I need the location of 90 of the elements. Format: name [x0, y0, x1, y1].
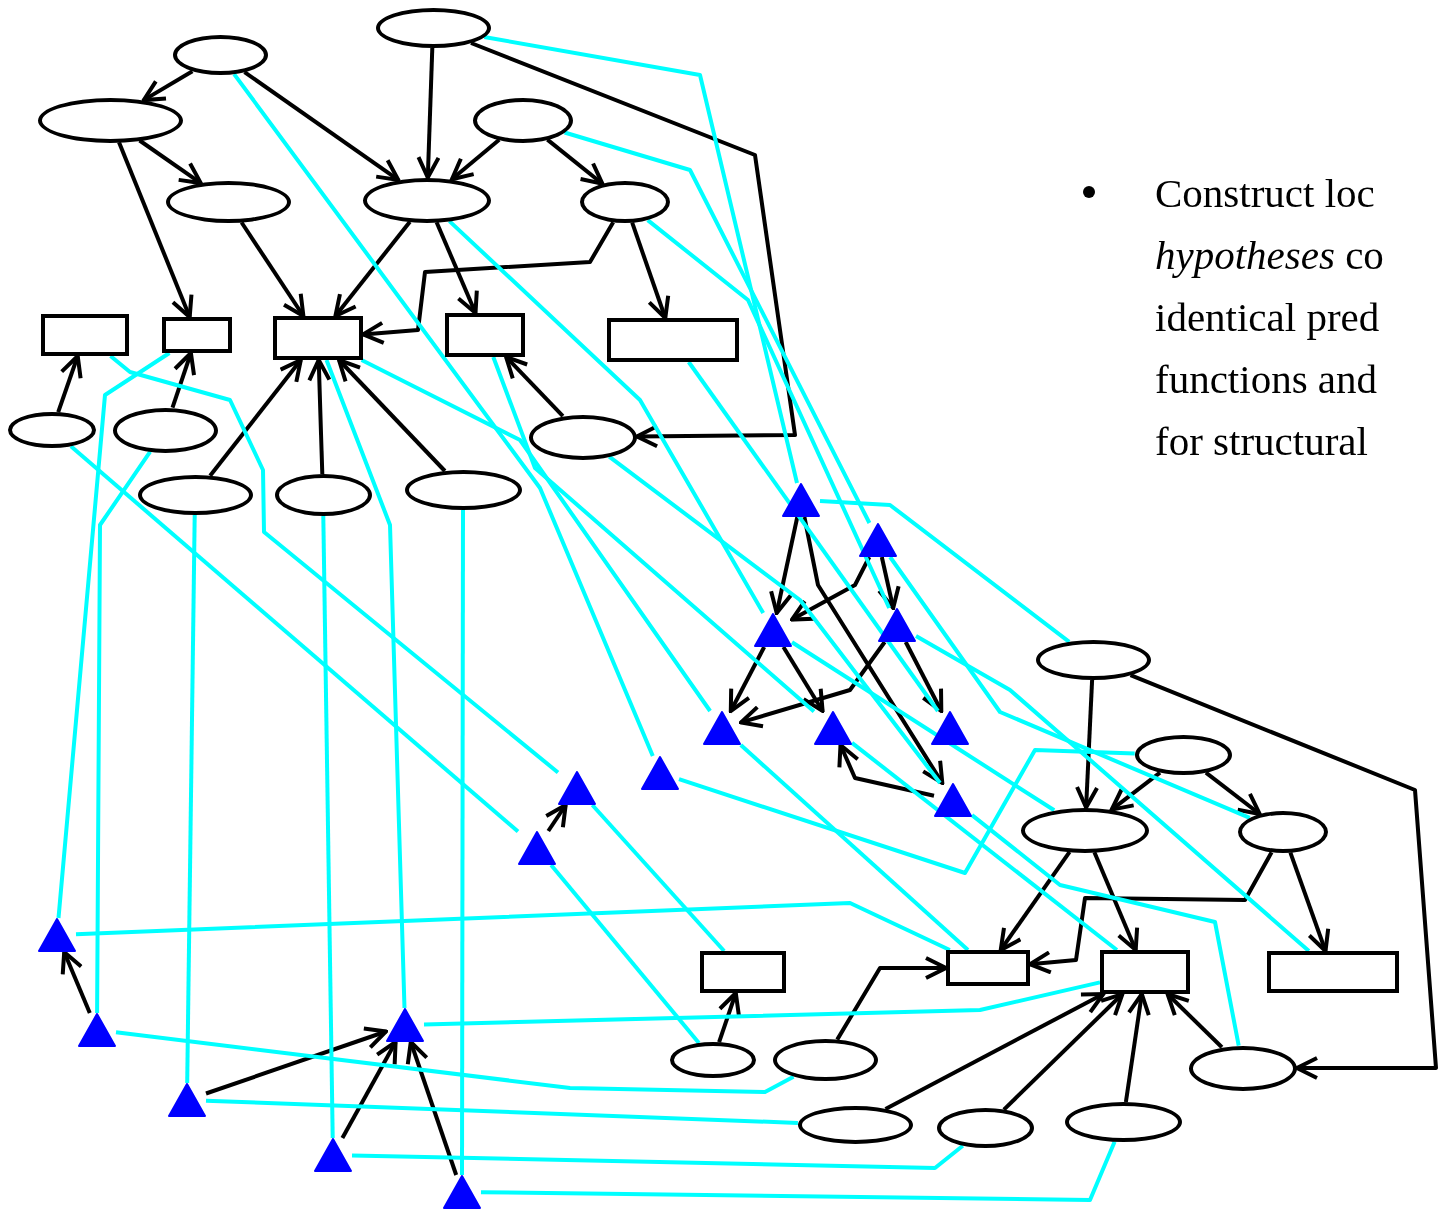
rectangle-node: [445, 313, 525, 357]
triangle-node: [878, 608, 916, 642]
arrow: [337, 358, 447, 473]
triangle-node: [168, 1083, 206, 1117]
ellipse-node: [274, 474, 372, 516]
ellipse-node: [1134, 735, 1232, 775]
arrow: [307, 358, 332, 475]
ellipse-node: [137, 475, 253, 515]
ellipse-node: [529, 414, 637, 460]
connector-line: [95, 450, 152, 1013]
ellipse-node: [1021, 807, 1149, 853]
triangle-node: [38, 918, 76, 952]
triangle-node: [518, 831, 556, 865]
triangle-node: [782, 483, 820, 517]
rectangle-node: [162, 317, 232, 353]
connector-line: [564, 130, 872, 524]
connector-line: [739, 743, 970, 952]
arrow: [117, 141, 194, 319]
triangle-node: [314, 1138, 352, 1172]
arrow: [416, 47, 441, 180]
triangle-node: [931, 711, 969, 745]
arrow: [434, 221, 479, 315]
ellipse-node: [8, 412, 96, 448]
arrow: [56, 354, 83, 413]
arrow: [1123, 992, 1151, 1103]
arrow: [877, 556, 901, 610]
rectangle-node: [1100, 950, 1190, 994]
triangle-node: [641, 756, 679, 790]
arrow: [728, 646, 766, 713]
connector-line: [75, 901, 951, 952]
rectangle-node: [946, 950, 1030, 986]
triangle-node: [386, 1008, 424, 1042]
connector-line: [185, 514, 197, 1084]
triangle-node: [78, 1013, 116, 1047]
connector-line: [480, 1141, 1117, 1202]
connector-line: [232, 72, 655, 757]
arrow: [1092, 851, 1140, 952]
arrow: [333, 220, 412, 318]
arrow: [837, 743, 935, 798]
connector-line: [850, 741, 1119, 952]
arrow: [739, 640, 887, 729]
triangle-node: [703, 711, 741, 745]
arrow: [717, 991, 741, 1043]
connector-line: [56, 351, 171, 919]
triangle-node: [558, 771, 596, 805]
triangle-node: [443, 1175, 481, 1209]
arrow: [835, 956, 948, 1041]
connector-line: [549, 863, 701, 1045]
connector-line: [491, 356, 816, 713]
rectangle-node: [607, 318, 739, 362]
connector-line: [321, 515, 335, 1139]
bullet-text: Construct loc hypotheses co identical pred functions and for structural: [1155, 169, 1385, 466]
rectangle-node: [1267, 951, 1399, 993]
arrow: [170, 351, 196, 409]
arrow: [769, 516, 800, 615]
rectangle-node: [273, 316, 363, 360]
connector-line: [205, 1098, 798, 1125]
connector-line: [324, 359, 407, 1009]
arrow: [1288, 852, 1331, 953]
arrow: [998, 850, 1072, 952]
triangle-node: [754, 613, 792, 647]
arrow: [903, 641, 944, 713]
arrow: [544, 803, 568, 833]
ellipse-node: [375, 8, 491, 48]
triangle-node: [859, 523, 897, 557]
arrow: [239, 221, 306, 318]
connector-line: [109, 354, 560, 775]
connector-line: [687, 360, 940, 713]
arrow: [781, 645, 825, 713]
arrow: [405, 1040, 459, 1176]
arrow: [802, 516, 945, 785]
arrow: [60, 950, 92, 1014]
rectangle-node: [700, 951, 786, 993]
connector-line: [915, 634, 1311, 953]
arrow: [340, 1040, 398, 1139]
connector-line: [423, 980, 1101, 1027]
arrow: [790, 556, 872, 622]
connector-line: [678, 748, 1135, 875]
arrow: [205, 1026, 388, 1096]
connector-line: [360, 358, 712, 713]
connector-line: [970, 813, 1241, 1046]
arrow: [630, 222, 671, 320]
arrow: [1075, 679, 1100, 810]
ellipse-node: [1238, 811, 1328, 853]
arrow: [208, 358, 303, 477]
connector-line: [460, 510, 465, 1175]
connector-line: [590, 803, 726, 953]
rectangle-node: [41, 314, 129, 356]
triangle-node: [934, 783, 972, 817]
triangle-node: [814, 711, 852, 745]
